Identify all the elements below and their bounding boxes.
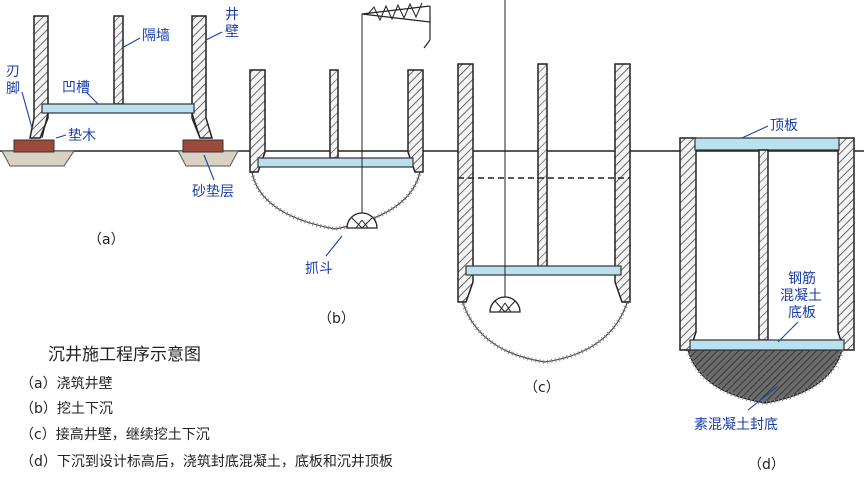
slab-b — [257, 157, 414, 168]
excavation-b — [251, 171, 421, 230]
label-well-wall-1: 井 — [225, 7, 239, 23]
sand-cushion-left — [1, 150, 75, 167]
step-c: （c）接高井壁，继续挖土下沉 — [20, 426, 210, 443]
soil-texture-b — [250, 171, 422, 232]
bottom-slab-d — [689, 339, 845, 351]
label-pad-wood: 垫木 — [68, 128, 96, 144]
step-a: （a）浇筑井壁 — [20, 376, 113, 392]
slab-a — [41, 103, 195, 114]
label-plain-concrete: 素混凝土封底 — [694, 417, 778, 433]
plain-concrete-seal — [687, 349, 843, 404]
wall-d-right — [837, 137, 855, 351]
panel-c — [457, 0, 631, 365]
top-slab-d — [694, 137, 840, 151]
wall-c-right — [614, 63, 631, 303]
wall-a-left — [29, 15, 49, 139]
label-blade-2: 脚 — [6, 81, 20, 97]
label-grab-bucket: 抓斗 — [305, 261, 333, 277]
wall-b-left — [249, 69, 266, 173]
panel-a — [1, 15, 239, 167]
panel-b — [249, 2, 431, 232]
leaders — [21, 31, 799, 411]
label-partition: 隔墙 — [142, 28, 170, 44]
label-groove: 凹槽 — [62, 80, 90, 96]
panel-label-c: （c） — [524, 380, 560, 396]
partition-a — [113, 15, 124, 105]
blade-line-a-right — [191, 112, 201, 139]
label-rc-1: 钢筋 — [788, 270, 816, 287]
pad-wood-right — [182, 139, 224, 153]
panel-d — [679, 137, 855, 406]
soil-texture-c — [460, 299, 630, 365]
label-blade-1: 刃 — [6, 64, 20, 80]
pad-wood-left — [13, 139, 55, 153]
figure-title: 沉井施工程序示意图 — [48, 345, 201, 365]
blade-line-a-left — [41, 112, 49, 139]
crane-boom-icon — [361, 2, 431, 49]
partition-c — [537, 63, 548, 269]
label-top-slab: 顶板 — [770, 118, 798, 134]
wall-b-right — [407, 69, 424, 173]
label-well-wall-2: 壁 — [225, 24, 239, 40]
slab-c — [465, 265, 622, 276]
grab-bucket-c-icon — [489, 296, 521, 313]
panel-label-a: （a） — [88, 232, 125, 248]
partition-d — [758, 149, 769, 341]
wall-a-right — [191, 15, 214, 139]
label-rc-2: 混凝土 — [780, 288, 822, 304]
grab-bucket-icon — [346, 212, 378, 229]
label-sand-cushion: 砂垫层 — [192, 184, 234, 200]
step-d: （d）下沉到设计标高后，浇筑封底混凝土，底板和沉井顶板 — [20, 453, 393, 470]
step-b: （b）挖土下沉 — [20, 401, 113, 417]
wall-c-left — [457, 63, 474, 303]
panel-label-b: （b） — [318, 311, 355, 327]
excavation-c — [461, 299, 629, 363]
partition-b — [329, 69, 339, 159]
label-rc-3: 底板 — [788, 305, 816, 321]
panel-label-d: （d） — [748, 457, 785, 473]
wall-d-left — [679, 137, 697, 351]
